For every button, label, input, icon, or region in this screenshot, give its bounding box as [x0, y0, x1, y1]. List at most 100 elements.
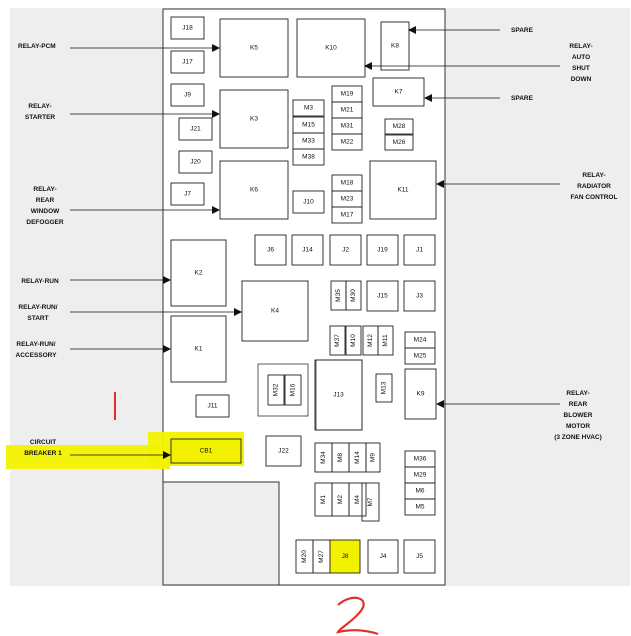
component-label: K4 — [271, 308, 279, 315]
component-label: K6 — [250, 187, 258, 194]
component-label: J6 — [267, 247, 274, 254]
component-label: M2 — [337, 495, 344, 504]
component-label: M17 — [341, 212, 354, 219]
component-label: M24 — [414, 337, 427, 344]
component-m5: M5 — [404, 498, 436, 516]
component-box — [348, 482, 367, 517]
component-box — [329, 234, 362, 266]
component-m33: M33 — [292, 132, 325, 150]
component-box — [267, 374, 285, 406]
component-box — [170, 182, 205, 206]
component-label: M3 — [304, 105, 313, 112]
component-box — [403, 280, 436, 312]
component-m14: M14 — [348, 442, 367, 473]
component-label: M26 — [393, 139, 406, 146]
component-j1: J1 — [403, 234, 436, 266]
component-m6: M6 — [404, 482, 436, 500]
component-m37: M37 — [329, 325, 346, 356]
component-m4: M4 — [348, 482, 367, 517]
component-m20: M20 — [295, 539, 314, 574]
component-m16: M16 — [284, 374, 302, 406]
component-j6: J6 — [254, 234, 287, 266]
callout-text: BREAKER 1 — [24, 450, 62, 457]
component-box — [178, 150, 213, 174]
component-box — [219, 18, 289, 78]
component-label: M20 — [301, 550, 308, 563]
component-box — [345, 325, 362, 356]
component-label: J20 — [190, 159, 201, 166]
component-j2: J2 — [329, 234, 362, 266]
component-k9: K9 — [404, 368, 437, 420]
component-m27: M27 — [312, 539, 331, 574]
component-label: M33 — [302, 138, 315, 145]
component-label: M6 — [415, 488, 424, 495]
component-m7: M7 — [361, 482, 380, 522]
component-m29: M29 — [404, 466, 436, 484]
component-m11: M11 — [377, 325, 394, 356]
component-label: J21 — [190, 126, 201, 133]
component-k7: K7 — [372, 77, 425, 107]
component-label: K5 — [250, 45, 258, 52]
component-j10: J10 — [292, 190, 325, 214]
component-m1: M1 — [314, 482, 333, 517]
callout-text: START — [27, 315, 48, 322]
component-label: M23 — [341, 196, 354, 203]
component-box — [178, 117, 213, 141]
callout-text: ACCESSORY — [16, 352, 58, 359]
component-cb1: CB1 — [170, 438, 242, 464]
component-box — [375, 373, 393, 403]
component-label: J18 — [182, 25, 193, 32]
annotation-mark-2 — [335, 596, 379, 636]
component-label: M34 — [320, 451, 327, 464]
component-label: J13 — [333, 392, 344, 399]
component-m35: M35 — [330, 280, 347, 311]
component-label: M9 — [370, 453, 377, 462]
component-label: M25 — [414, 353, 427, 360]
component-box — [384, 134, 414, 151]
callout-text: RELAY- — [33, 186, 56, 193]
component-m26: M26 — [384, 134, 414, 151]
callout-text: REAR — [36, 197, 55, 204]
component-m18: M18 — [331, 174, 363, 192]
component-box — [170, 16, 205, 40]
component-k5: K5 — [219, 18, 289, 78]
component-box — [403, 234, 436, 266]
callout-text: BLOWER — [564, 412, 593, 419]
panel-corner-cutout — [162, 481, 280, 586]
callout-text: RELAY-RUN/ — [16, 341, 55, 348]
component-j4: J4 — [367, 539, 399, 574]
component-j15: J15 — [366, 280, 399, 312]
component-m30: M30 — [345, 280, 362, 311]
callout-text: RADIATOR — [577, 183, 611, 190]
component-k10: K10 — [296, 18, 366, 78]
component-label: M21 — [341, 107, 354, 114]
component-label: M32 — [273, 383, 280, 396]
component-m2: M2 — [331, 482, 350, 517]
component-m34: M34 — [314, 442, 333, 473]
callout-text: (3 ZONE HVAC) — [554, 434, 602, 441]
component-box — [361, 482, 380, 522]
callout-text: RELAY-PCM — [18, 43, 56, 50]
component-box — [284, 374, 302, 406]
callout-text: DOWN — [571, 76, 592, 83]
component-m17: M17 — [331, 206, 363, 224]
callout-relay-pcm: RELAY-PCM — [18, 43, 220, 52]
component-m24: M24 — [404, 331, 436, 349]
callout-relay-run-accessory: RELAY-RUN/ACCESSORY — [16, 341, 171, 359]
component-k6: K6 — [219, 160, 289, 220]
component-m15: M15 — [292, 116, 325, 134]
callout-text: DEFOGGER — [26, 219, 64, 226]
component-j11: J11 — [195, 394, 230, 418]
component-label: M16 — [290, 383, 297, 396]
component-m23: M23 — [331, 190, 363, 208]
component-label: M12 — [367, 334, 374, 347]
component-box — [331, 133, 363, 151]
component-label: K11 — [397, 187, 408, 194]
group-frame — [257, 363, 309, 417]
callout-relay-run: RELAY-RUN — [21, 276, 171, 285]
component-box — [329, 539, 361, 574]
cb1-label-highlight — [6, 445, 170, 469]
